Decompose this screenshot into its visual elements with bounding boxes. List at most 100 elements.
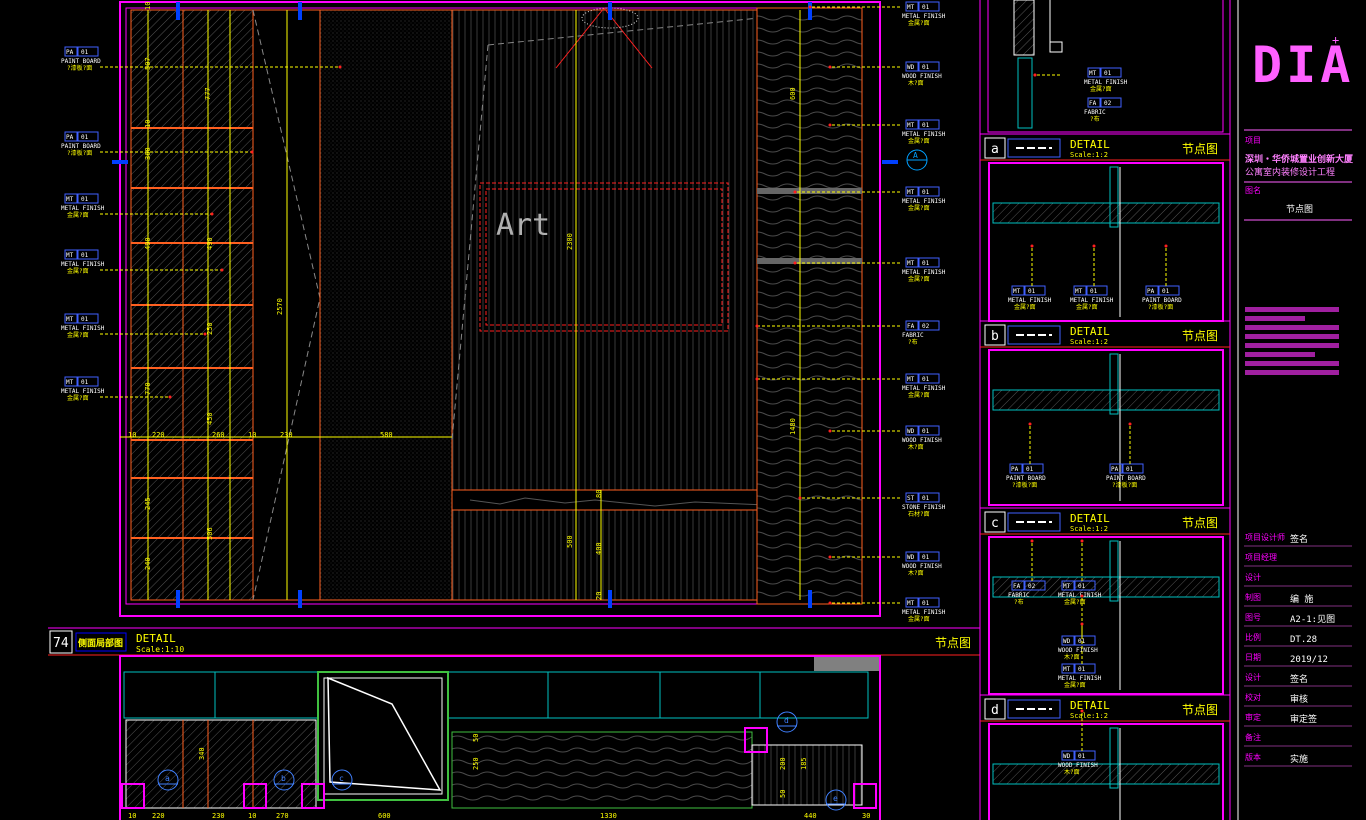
tag-code: MT (907, 376, 915, 383)
tag-chinese: 金属?面 (908, 204, 930, 212)
detail-scale: Scale:1:10 (136, 645, 184, 654)
tag-english: FABRIC (902, 332, 924, 339)
tag-number: 01 (1078, 753, 1086, 760)
tag-code: WD (1063, 638, 1071, 645)
tag-number: 01 (81, 196, 89, 203)
svg-text:b: b (281, 774, 286, 783)
tag-code: MT (907, 189, 915, 196)
tag-number: 01 (922, 189, 930, 196)
right-wood-panel (756, 7, 863, 605)
tag-number: 02 (1028, 583, 1036, 590)
title-block: DIA + 项目 深圳・华侨城置业创新大厦 公寓室内装修设计工程 图名 节点图 … (1237, 0, 1354, 820)
tag-english: METAL FINISH (902, 198, 946, 205)
detail-title: DETAIL (1070, 325, 1110, 338)
detail-tag: 节点图 (1182, 142, 1218, 156)
detail-letter: d (991, 703, 999, 718)
tag-english: WOOD FINISH (902, 437, 942, 444)
tag-chinese: 金属?面 (1064, 598, 1086, 606)
vertical-dimension: 80 (595, 490, 603, 498)
tag-english: PAINT BOARD (1142, 297, 1182, 304)
tag-english: METAL FINISH (902, 131, 946, 138)
vertical-dimension: 240 (144, 557, 152, 570)
tag-english: STONE FINISH (902, 504, 946, 511)
field-label: 项目经理 (1245, 552, 1277, 562)
title-block-stripes (1245, 307, 1339, 375)
detail-tag: 节点图 (935, 636, 971, 650)
tag-code: FA (1013, 583, 1021, 590)
title-block-field: 审定 审定签 (1244, 712, 1352, 727)
tag-english: WOOD FINISH (902, 563, 942, 570)
tag-number: 01 (922, 495, 930, 502)
lower-outer-frame (119, 655, 881, 820)
section-highlight (301, 783, 325, 809)
bottom-dimension: 580 (380, 431, 393, 439)
tag-code: MT (66, 316, 74, 323)
lower-dimension: 270 (276, 812, 289, 820)
tag-code: WD (1063, 753, 1071, 760)
tag-english: PAINT BOARD (61, 143, 101, 150)
field-label: 制图 (1245, 592, 1261, 602)
vertical-dimension: 250 (206, 322, 214, 335)
lower-dimension: 1330 (600, 812, 617, 820)
tag-english: FABRIC (1084, 109, 1106, 116)
tag-code: MT (907, 4, 915, 11)
tag-code: FA (907, 323, 915, 330)
vertical-dimension: 245 (144, 497, 152, 510)
section-marker-a: A (906, 149, 928, 171)
tag-code: MT (1063, 583, 1071, 590)
svg-text:+: + (1332, 33, 1339, 47)
tag-code: MT (1075, 288, 1083, 295)
tag-chinese: 金属?面 (908, 275, 930, 283)
tag-english: METAL FINISH (902, 385, 946, 392)
field-value: 审定签 (1290, 713, 1317, 725)
detail-callout-marker: c (331, 769, 353, 791)
bottom-dimension: 230 (280, 431, 293, 439)
detail-title: DETAIL (1070, 512, 1110, 525)
detail-tag: 节点图 (1182, 329, 1218, 343)
tag-chinese: 木?面 (1064, 653, 1080, 661)
main-elevation: Art (61, 1, 946, 623)
tag-chinese: 石材?面 (908, 510, 930, 518)
drawing-name: 节点图 (1286, 204, 1313, 215)
tag-chinese: 金属?面 (1014, 303, 1036, 311)
bottom-dimension: 260 (212, 431, 225, 439)
top-detail-box (987, 0, 1224, 133)
detail-tag: 节点图 (1182, 703, 1218, 717)
detail-callout-marker: b (273, 769, 295, 791)
tag-code: PA (1147, 288, 1155, 295)
cabinet-shelves (131, 127, 253, 539)
field-label: 设计 (1245, 672, 1261, 682)
detail-title: DETAIL (1070, 138, 1110, 151)
tag-english: PAINT BOARD (1006, 475, 1046, 482)
tag-chinese: ?漆板?面 (1012, 481, 1037, 489)
art-frame-outer (479, 182, 729, 332)
field-label: 审定 (1245, 712, 1261, 722)
vertical-dimension: 500 (566, 535, 574, 548)
tag-code: FA (1089, 100, 1097, 107)
tag-number: 01 (1126, 466, 1134, 473)
drawing-name-label: 图名 (1245, 185, 1261, 195)
tag-chinese: ?布 (1090, 115, 1100, 123)
detail-box (988, 723, 1224, 820)
vertical-dimension: 10 (144, 120, 152, 128)
tag-chinese: ?布 (908, 338, 918, 346)
tag-english: PAINT BOARD (1106, 475, 1146, 482)
tag-code: WD (907, 64, 915, 71)
title-block-field: 版本实施 (1244, 752, 1352, 767)
